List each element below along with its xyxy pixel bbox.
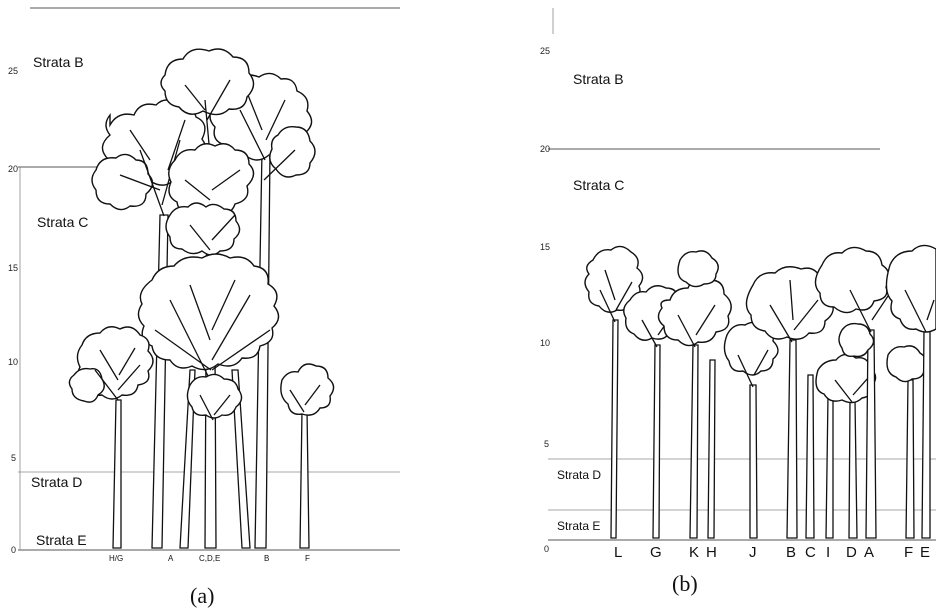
panel-b-label-c: C [805, 544, 816, 561]
panel-b: 25 20 15 10 5 0 Strata B Strata C Strata… [540, 8, 936, 596]
panel-b-tick-20: 20 [540, 144, 550, 154]
panel-a-tick-0: 0 [11, 545, 16, 555]
panel-b-tick-5: 5 [544, 439, 549, 449]
panel-b-label-l: L [614, 544, 622, 561]
panel-b-tree-i [826, 395, 833, 538]
panel-a-label-a: A [168, 554, 174, 563]
panel-a-tick-15: 15 [8, 263, 18, 273]
panel-b-label-k: K [689, 544, 699, 561]
panel-b-tick-15: 15 [540, 242, 550, 252]
panel-b-label-e: E [920, 544, 930, 561]
panel-b-tree-f [887, 346, 926, 538]
panel-a-strata-b-label: Strata B [33, 54, 84, 70]
panel-a-strata-c-label: Strata C [37, 214, 88, 230]
panel-a-caption: (a) [190, 583, 214, 608]
panel-b-tree-c [806, 375, 814, 538]
panel-b-strata-e-label: Strata E [557, 519, 600, 533]
panel-b-tick-0: 0 [544, 544, 549, 554]
panel-b-tree-b [746, 267, 833, 538]
panel-b-label-b: B [786, 544, 796, 561]
panel-a-label-f: F [305, 554, 310, 563]
panel-a-strata-e-label: Strata E [36, 532, 87, 548]
panel-a: 25 20 15 10 5 0 Strata B Strata C Strata… [8, 8, 400, 608]
panel-a-tree-f [281, 364, 334, 548]
panel-b-tick-25: 25 [540, 46, 550, 56]
panel-b-label-h: H [706, 544, 717, 561]
panel-a-tree-small-center [187, 374, 241, 420]
panel-b-label-a: A [864, 544, 874, 561]
panel-a-tick-5: 5 [11, 453, 16, 463]
panel-b-label-g: G [650, 544, 662, 561]
panel-a-tick-20: 20 [8, 164, 18, 174]
panel-b-tree-j [724, 322, 778, 538]
panel-b-strata-b-label: Strata B [573, 71, 624, 87]
panel-b-label-d: D [846, 544, 857, 561]
panel-a-tree-hg [69, 327, 153, 548]
panel-a-label-cde: C,D,E [199, 554, 220, 563]
panel-b-caption: (b) [672, 571, 698, 596]
panel-b-label-f: F [904, 544, 913, 561]
panel-b-strata-d-label: Strata D [557, 468, 601, 482]
panel-b-tick-10: 10 [540, 338, 550, 348]
panel-b-label-j: J [749, 544, 757, 561]
panel-a-label-b: B [264, 554, 269, 563]
panel-b-label-i: I [826, 544, 830, 561]
panel-a-strata-d-label: Strata D [31, 474, 82, 490]
panel-b-strata-c-label: Strata C [573, 177, 624, 193]
panel-a-tick-10: 10 [8, 357, 18, 367]
panel-a-tick-25: 25 [8, 66, 18, 76]
panel-a-label-hg: H/G [109, 554, 123, 563]
panel-b-tree-l [585, 246, 643, 538]
panel-b-tree-h [708, 360, 715, 538]
